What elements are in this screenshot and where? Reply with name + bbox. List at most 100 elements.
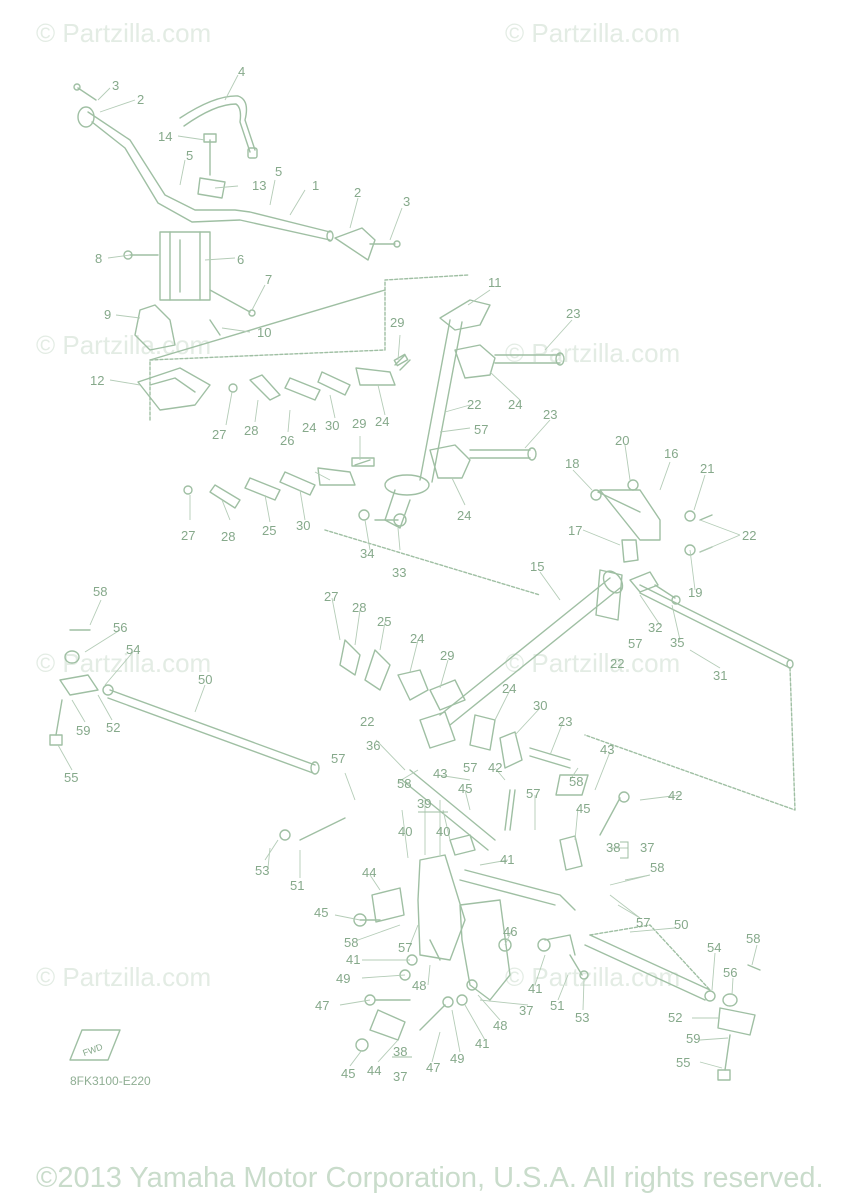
callout: 37 <box>640 840 654 855</box>
callout: 44 <box>362 865 376 880</box>
left-tie-rod <box>49 629 320 775</box>
callout: 28 <box>352 600 366 615</box>
callout: 45 <box>314 905 328 920</box>
callout: 45 <box>576 801 590 816</box>
callout: 37 <box>393 1069 407 1084</box>
callout: 57 <box>474 422 488 437</box>
callout: 41 <box>475 1036 489 1051</box>
callout: 2 <box>354 185 361 200</box>
callout: 43 <box>433 766 447 781</box>
callout: 27 <box>181 528 195 543</box>
callout: 58 <box>569 774 583 789</box>
callout: 9 <box>104 307 111 322</box>
callout: 25 <box>262 523 276 538</box>
callout: 34 <box>360 546 374 561</box>
callout: 18 <box>565 456 579 471</box>
callout: 8 <box>95 251 102 266</box>
callout: 32 <box>648 620 662 635</box>
callout: 4 <box>238 64 245 79</box>
callout: 22 <box>467 397 481 412</box>
callout: 27 <box>324 589 338 604</box>
callout: 29 <box>440 648 454 663</box>
callout: 58 <box>650 860 664 875</box>
callout: 45 <box>458 781 472 796</box>
callout: 45 <box>341 1066 355 1081</box>
callout: 22 <box>360 714 374 729</box>
callout: 47 <box>426 1060 440 1075</box>
callout: 40 <box>398 824 412 839</box>
callout: 43 <box>600 742 614 757</box>
callout: 35 <box>670 635 684 650</box>
callout: 15 <box>530 559 544 574</box>
callout: 58 <box>746 931 760 946</box>
watermark: © Partzilla.com <box>505 18 681 48</box>
mount-bracket-group <box>590 479 713 556</box>
handlebar-group <box>73 83 401 411</box>
callout: 3 <box>112 78 119 93</box>
callout: 6 <box>237 252 244 267</box>
callout: 24 <box>508 397 522 412</box>
callout: 41 <box>500 852 514 867</box>
callout: 50 <box>674 917 688 932</box>
callout: 57 <box>628 636 642 651</box>
callout: 58 <box>93 584 107 599</box>
callout: 55 <box>676 1055 690 1070</box>
callout: 57 <box>636 915 650 930</box>
callout: 54 <box>707 940 721 955</box>
right-lower-tie-rod <box>584 924 761 1081</box>
callout: 5 <box>275 164 282 179</box>
callout: 1 <box>312 178 319 193</box>
callout: 51 <box>550 998 564 1013</box>
callout: 57 <box>398 940 412 955</box>
copyright-notice: ©2013 Yamaha Motor Corporation, U.S.A. A… <box>36 1162 824 1194</box>
callout: 38 <box>606 840 620 855</box>
callout: 39 <box>417 796 431 811</box>
lower-linkage-group <box>279 639 630 1052</box>
callout: 53 <box>575 1010 589 1025</box>
callout: 55 <box>64 770 78 785</box>
callout: 47 <box>315 998 329 1013</box>
callout: 24 <box>502 681 516 696</box>
callout: 20 <box>615 433 629 448</box>
callout: 40 <box>436 824 450 839</box>
watermark: © Partzilla.com <box>505 962 681 992</box>
callout: 59 <box>686 1031 700 1046</box>
callout: 22 <box>742 528 756 543</box>
callout: 30 <box>533 698 547 713</box>
callout: 29 <box>352 416 366 431</box>
callout: 17 <box>568 523 582 538</box>
callout: 44 <box>367 1063 381 1078</box>
callout: 7 <box>265 272 272 287</box>
callout-labels: 1 2 2 3 3 4 5 5 6 7 8 9 10 11 12 13 14 1… <box>64 64 760 1084</box>
callout: 38 <box>393 1044 407 1059</box>
callout: 58 <box>344 935 358 950</box>
callout: 37 <box>519 1003 533 1018</box>
callout: 57 <box>331 751 345 766</box>
callout: 51 <box>290 878 304 893</box>
callout: 24 <box>302 420 316 435</box>
callout: 28 <box>221 529 235 544</box>
callout: 24 <box>375 414 389 429</box>
callout: 52 <box>106 720 120 735</box>
callout: 29 <box>390 315 404 330</box>
callout: 42 <box>488 760 502 775</box>
callout: 14 <box>158 129 172 144</box>
callout: 56 <box>723 965 737 980</box>
callout: 26 <box>280 433 294 448</box>
callout: 41 <box>346 952 360 967</box>
callout: 27 <box>212 427 226 442</box>
callout: 52 <box>668 1010 682 1025</box>
callout: 50 <box>198 672 212 687</box>
callout: 30 <box>325 418 339 433</box>
callout: 24 <box>410 631 424 646</box>
fwd-label: FWD <box>81 1042 104 1059</box>
callout: 46 <box>503 924 517 939</box>
callout: 57 <box>463 760 477 775</box>
callout: 22 <box>610 656 624 671</box>
callout: 11 <box>488 275 502 290</box>
callout: 12 <box>90 373 104 388</box>
callout: 2 <box>137 92 144 107</box>
callout: 23 <box>566 306 580 321</box>
watermark: © Partzilla.com <box>36 18 212 48</box>
